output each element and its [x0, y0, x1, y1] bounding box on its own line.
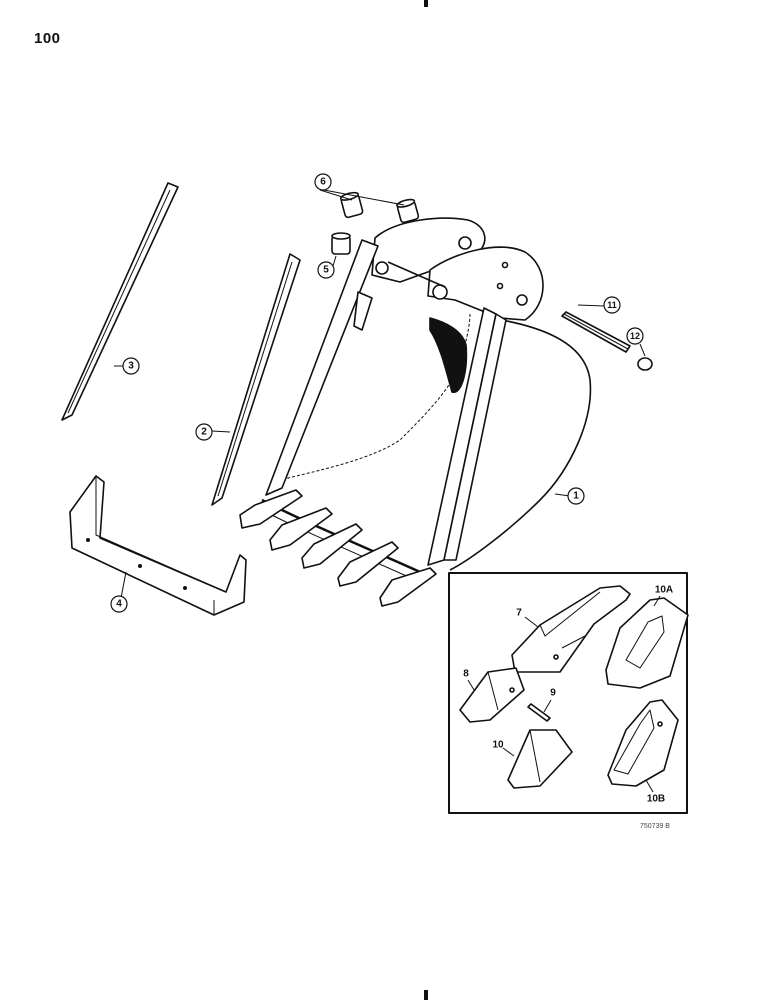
callout-circle-5	[317, 261, 335, 279]
callout-3: 3	[128, 361, 134, 372]
callout-5: 5	[323, 265, 329, 276]
callout-2: 2	[201, 427, 207, 438]
callout-circle-11	[603, 296, 621, 314]
part-1-bucket	[239, 217, 592, 607]
part-9-pin	[527, 703, 551, 722]
registration-mark-top	[424, 0, 428, 7]
figure-reference: 750739 B	[640, 823, 670, 830]
callout-circle-1	[567, 487, 585, 505]
callout-11: 11	[607, 300, 617, 310]
leader-lines	[114, 189, 661, 793]
callout-circles	[110, 173, 644, 613]
callout-8: 8	[463, 669, 469, 680]
part-10-tooth	[507, 729, 573, 789]
part-8-tooth	[459, 667, 525, 723]
callout-circle-3	[122, 357, 140, 375]
page-number: 100	[34, 30, 61, 47]
part-3-wear-strip	[61, 182, 179, 421]
callout-7: 7	[516, 608, 522, 619]
part-6-bushings	[339, 191, 420, 224]
part-10a-tooth	[605, 597, 689, 689]
callout-labels: 1 2 3 4 5 6 11 12 7 10A 8 9 10 10B	[116, 177, 673, 805]
callout-circle-12	[626, 327, 644, 345]
part-11-pin	[561, 311, 631, 353]
part-4-wear-plate	[69, 475, 247, 616]
callout-circle-6	[314, 173, 332, 191]
part-5-bushing	[331, 232, 351, 255]
callout-4: 4	[116, 599, 122, 610]
part-10b-tooth	[607, 699, 679, 787]
callout-circle-4	[110, 595, 128, 613]
inset-detail-box	[448, 572, 689, 814]
part-12-ring	[637, 357, 653, 371]
callout-10a: 10A	[655, 585, 673, 596]
callout-6: 6	[320, 177, 326, 188]
callout-10: 10	[492, 740, 504, 751]
callout-1: 1	[573, 491, 579, 502]
part-2-wear-strip	[211, 253, 301, 506]
part-7-adapter	[511, 585, 631, 673]
registration-mark-bottom	[424, 990, 428, 1000]
callout-12: 12	[630, 331, 640, 341]
callout-9: 9	[550, 688, 556, 699]
callout-circle-2	[195, 423, 213, 441]
callout-10b: 10B	[647, 794, 665, 805]
